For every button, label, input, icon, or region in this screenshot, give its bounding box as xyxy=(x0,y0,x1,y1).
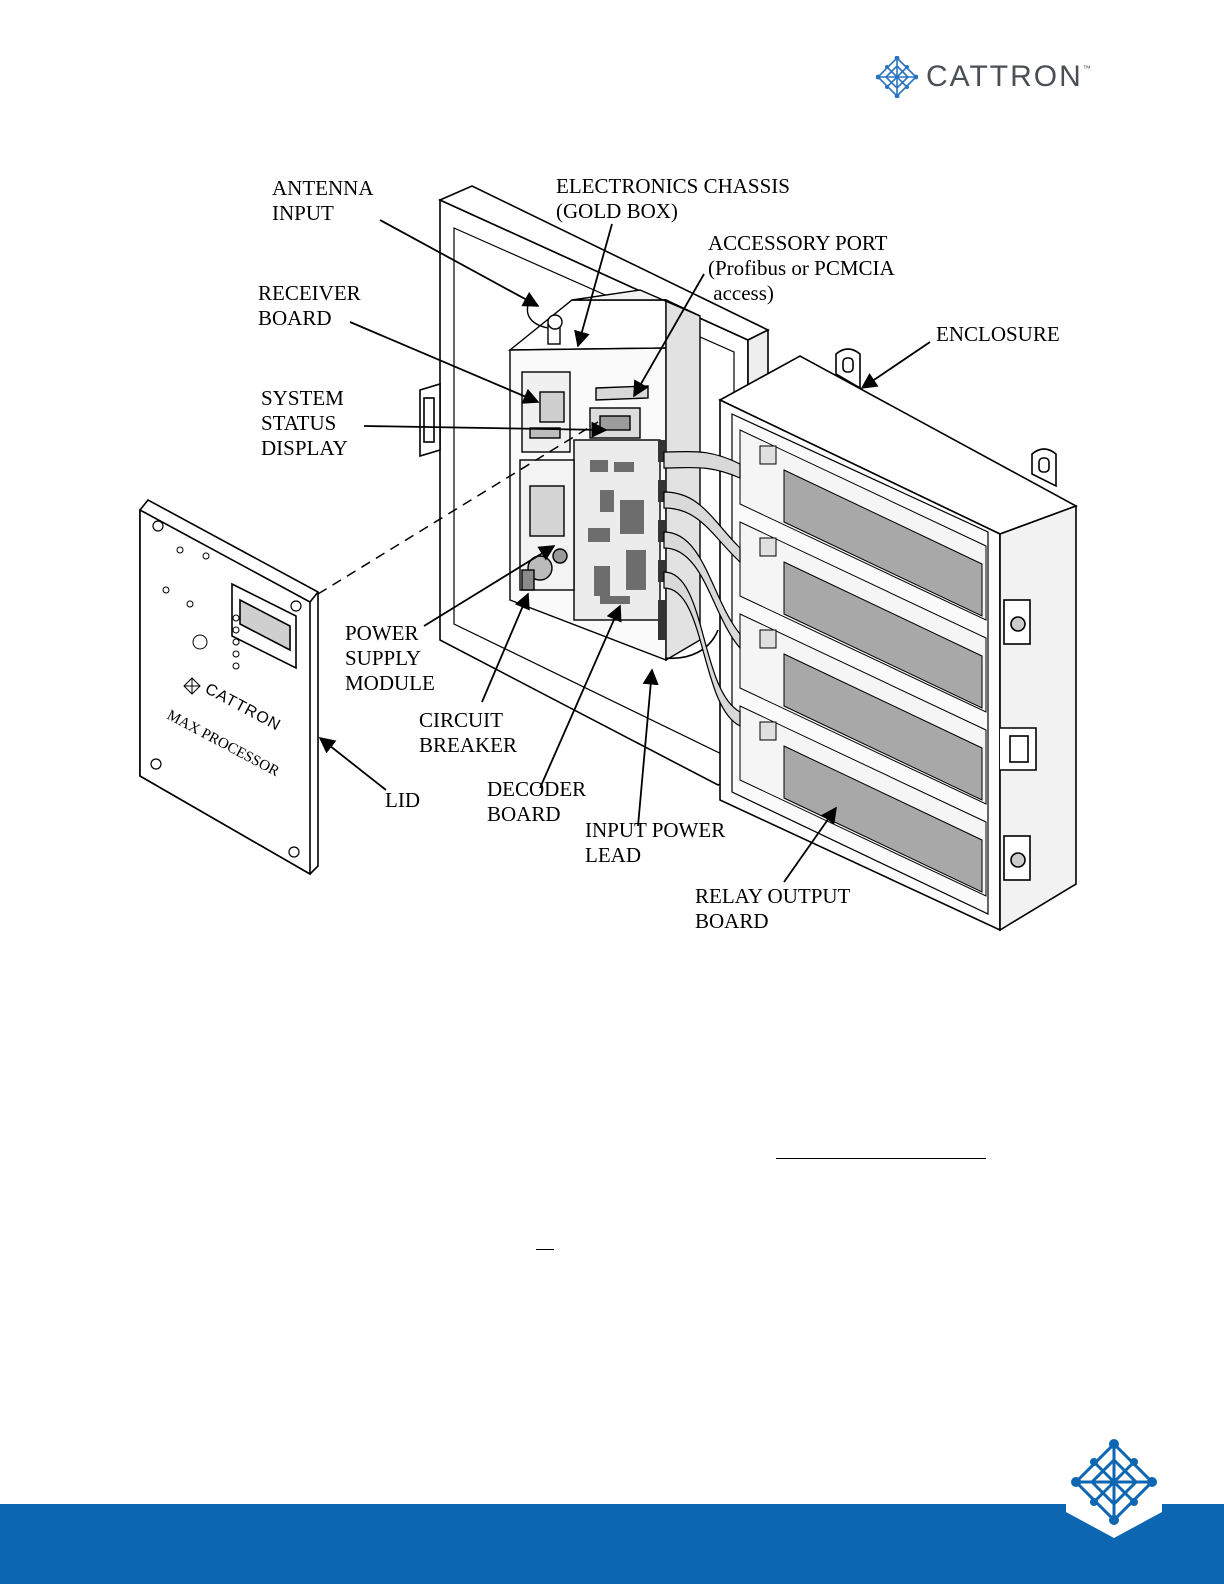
label-input-power-lead: INPUT POWER LEAD xyxy=(585,818,725,868)
arrow-lid xyxy=(320,738,386,790)
lid xyxy=(140,500,318,874)
footer-logo xyxy=(1058,1428,1170,1545)
system-diagram: CATTRON MAX PROCESSOR xyxy=(0,0,1224,960)
label-relay-output-board: RELAY OUTPUT BOARD xyxy=(695,884,850,934)
label-system-status-display: SYSTEM STATUS DISPLAY xyxy=(261,386,348,461)
arrow-enclosure xyxy=(862,342,930,388)
underline-rule-short xyxy=(536,1249,554,1250)
label-antenna-input: ANTENNA INPUT xyxy=(272,176,373,226)
label-accessory-port: ACCESSORY PORT (Profibus or PCMCIA acces… xyxy=(708,231,895,306)
label-enclosure: ENCLOSURE xyxy=(936,322,1060,347)
underline-rule xyxy=(776,1158,986,1159)
label-receiver-board: RECEIVER BOARD xyxy=(258,281,361,331)
label-lid: LID xyxy=(385,788,420,813)
latch-upper xyxy=(1004,600,1030,644)
label-power-supply-module: POWER SUPPLY MODULE xyxy=(345,621,435,696)
label-decoder-board: DECODER BOARD xyxy=(487,777,586,827)
footer-bar xyxy=(0,1504,1224,1584)
label-circuit-breaker: CIRCUIT BREAKER xyxy=(419,708,517,758)
hinge-mid xyxy=(1000,728,1036,770)
label-electronics-chassis: ELECTRONICS CHASSIS (GOLD BOX) xyxy=(556,174,790,224)
latch-lower xyxy=(1004,836,1030,880)
cattron-lattice-hexagon-icon xyxy=(1058,1428,1170,1540)
